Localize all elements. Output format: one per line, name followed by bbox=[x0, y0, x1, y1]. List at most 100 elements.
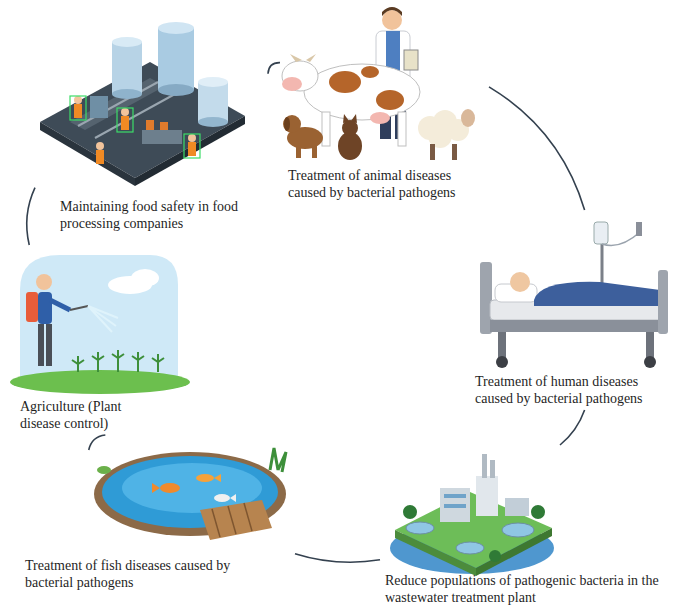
illustration-part bbox=[510, 272, 530, 292]
illustration-part bbox=[92, 352, 104, 372]
cycle-connector bbox=[489, 87, 585, 210]
illustration-part bbox=[96, 150, 104, 164]
illustration-part bbox=[476, 476, 498, 516]
cycle-connector bbox=[295, 554, 380, 563]
illustration-part bbox=[74, 96, 82, 104]
illustration-part bbox=[46, 324, 52, 366]
illustration-part bbox=[228, 506, 236, 534]
illustration-part bbox=[338, 132, 362, 160]
illustration-part bbox=[26, 292, 38, 322]
illustration-part bbox=[70, 96, 86, 120]
illustration-part bbox=[312, 144, 317, 158]
illustration-part bbox=[490, 320, 662, 332]
illustration-part bbox=[36, 274, 52, 290]
illustration-part bbox=[158, 28, 194, 90]
illustration-part bbox=[230, 494, 236, 502]
illustration-part bbox=[404, 50, 418, 70]
illustration-part bbox=[212, 509, 220, 537]
illustration-part bbox=[646, 332, 654, 358]
illustration-part bbox=[196, 474, 214, 482]
illustration-part bbox=[121, 116, 129, 130]
illustration-part bbox=[602, 232, 640, 246]
cycle-connector bbox=[268, 63, 280, 74]
illustration-part bbox=[502, 523, 534, 537]
cycle-connector bbox=[89, 435, 106, 450]
illustration-part bbox=[88, 306, 118, 332]
illustration-part bbox=[444, 504, 466, 508]
illustration-part bbox=[461, 109, 475, 127]
illustration-part bbox=[90, 96, 108, 118]
illustration-part bbox=[306, 54, 316, 62]
illustration-part bbox=[283, 115, 301, 133]
illustration-part bbox=[322, 112, 330, 146]
illustration-part bbox=[376, 90, 404, 110]
illustration-part bbox=[498, 332, 506, 358]
illustration-part bbox=[395, 492, 552, 568]
illustration-part bbox=[96, 142, 104, 150]
illustration-part bbox=[40, 62, 245, 178]
cycle-connector bbox=[560, 410, 585, 445]
illustration-part bbox=[50, 300, 70, 310]
wastewater-illustration bbox=[390, 454, 554, 576]
illustration-part bbox=[158, 84, 194, 96]
illustration-part bbox=[70, 306, 88, 310]
illustration-part bbox=[152, 483, 160, 493]
illustration-part bbox=[146, 120, 154, 130]
illustration-part bbox=[121, 108, 129, 116]
illustrated-item: Reduce populations of pathogenic bacteri… bbox=[380, 445, 680, 609]
illustration-part bbox=[112, 350, 124, 372]
illustration-part bbox=[296, 144, 301, 158]
illustration-part bbox=[132, 352, 144, 372]
illustration-part bbox=[135, 116, 245, 186]
illustrated-item: Treatment of human diseases caused by ba… bbox=[468, 210, 680, 410]
illustration-part bbox=[382, 7, 402, 16]
illustration-part bbox=[112, 89, 142, 99]
illustration-part bbox=[131, 269, 159, 287]
illustration-part bbox=[200, 500, 272, 540]
illustration-part bbox=[658, 270, 668, 334]
illustration-part bbox=[452, 144, 457, 160]
illustration-part bbox=[188, 142, 196, 156]
illustration-part bbox=[534, 282, 660, 306]
factory-illustration bbox=[40, 22, 245, 186]
illustration-part bbox=[198, 82, 228, 122]
illustration-part bbox=[398, 112, 406, 146]
illustration-part bbox=[290, 54, 302, 62]
illustration-part bbox=[456, 542, 484, 554]
illustration-part bbox=[490, 460, 495, 478]
illustrated-item: Maintaining food safety in food processi… bbox=[35, 20, 268, 235]
illustration-part bbox=[10, 370, 190, 394]
illustration-part bbox=[72, 356, 84, 372]
illustration-part bbox=[152, 354, 164, 372]
illustrated-item: Treatment of fish diseases caused by bac… bbox=[20, 450, 295, 594]
illustration-part bbox=[142, 130, 182, 144]
illustration-part bbox=[97, 466, 111, 474]
illustration-part bbox=[282, 77, 302, 91]
illustration-part bbox=[343, 114, 357, 123]
illustration-part bbox=[188, 134, 196, 142]
item-caption: Reduce populations of pathogenic bacteri… bbox=[385, 572, 675, 606]
illustration-part bbox=[444, 494, 466, 498]
illustration-part bbox=[496, 356, 508, 368]
item-caption: Agriculture (Plant disease control) bbox=[20, 398, 160, 432]
animals-illustration bbox=[282, 7, 475, 160]
illustration-part bbox=[382, 10, 402, 30]
item-caption: Treatment of animal diseases caused by b… bbox=[288, 167, 486, 201]
illustration-part bbox=[38, 292, 52, 324]
illustration-part bbox=[214, 494, 230, 502]
illustration-part bbox=[112, 42, 142, 94]
item-caption: Treatment of human diseases caused by ba… bbox=[475, 373, 675, 407]
illustration-part bbox=[282, 61, 318, 91]
illustration-part bbox=[38, 324, 44, 366]
illustration-part bbox=[361, 66, 379, 78]
illustration-part bbox=[20, 255, 178, 380]
cycle-connector bbox=[27, 188, 35, 245]
illustration-part bbox=[117, 108, 133, 132]
illustration-part bbox=[112, 37, 142, 47]
illustration-part bbox=[244, 503, 252, 531]
illustration-part bbox=[74, 104, 82, 118]
hospital-illustration bbox=[480, 222, 668, 368]
illustration-part bbox=[440, 488, 470, 522]
illustrated-item: Agriculture (Plant disease control) bbox=[8, 245, 185, 435]
